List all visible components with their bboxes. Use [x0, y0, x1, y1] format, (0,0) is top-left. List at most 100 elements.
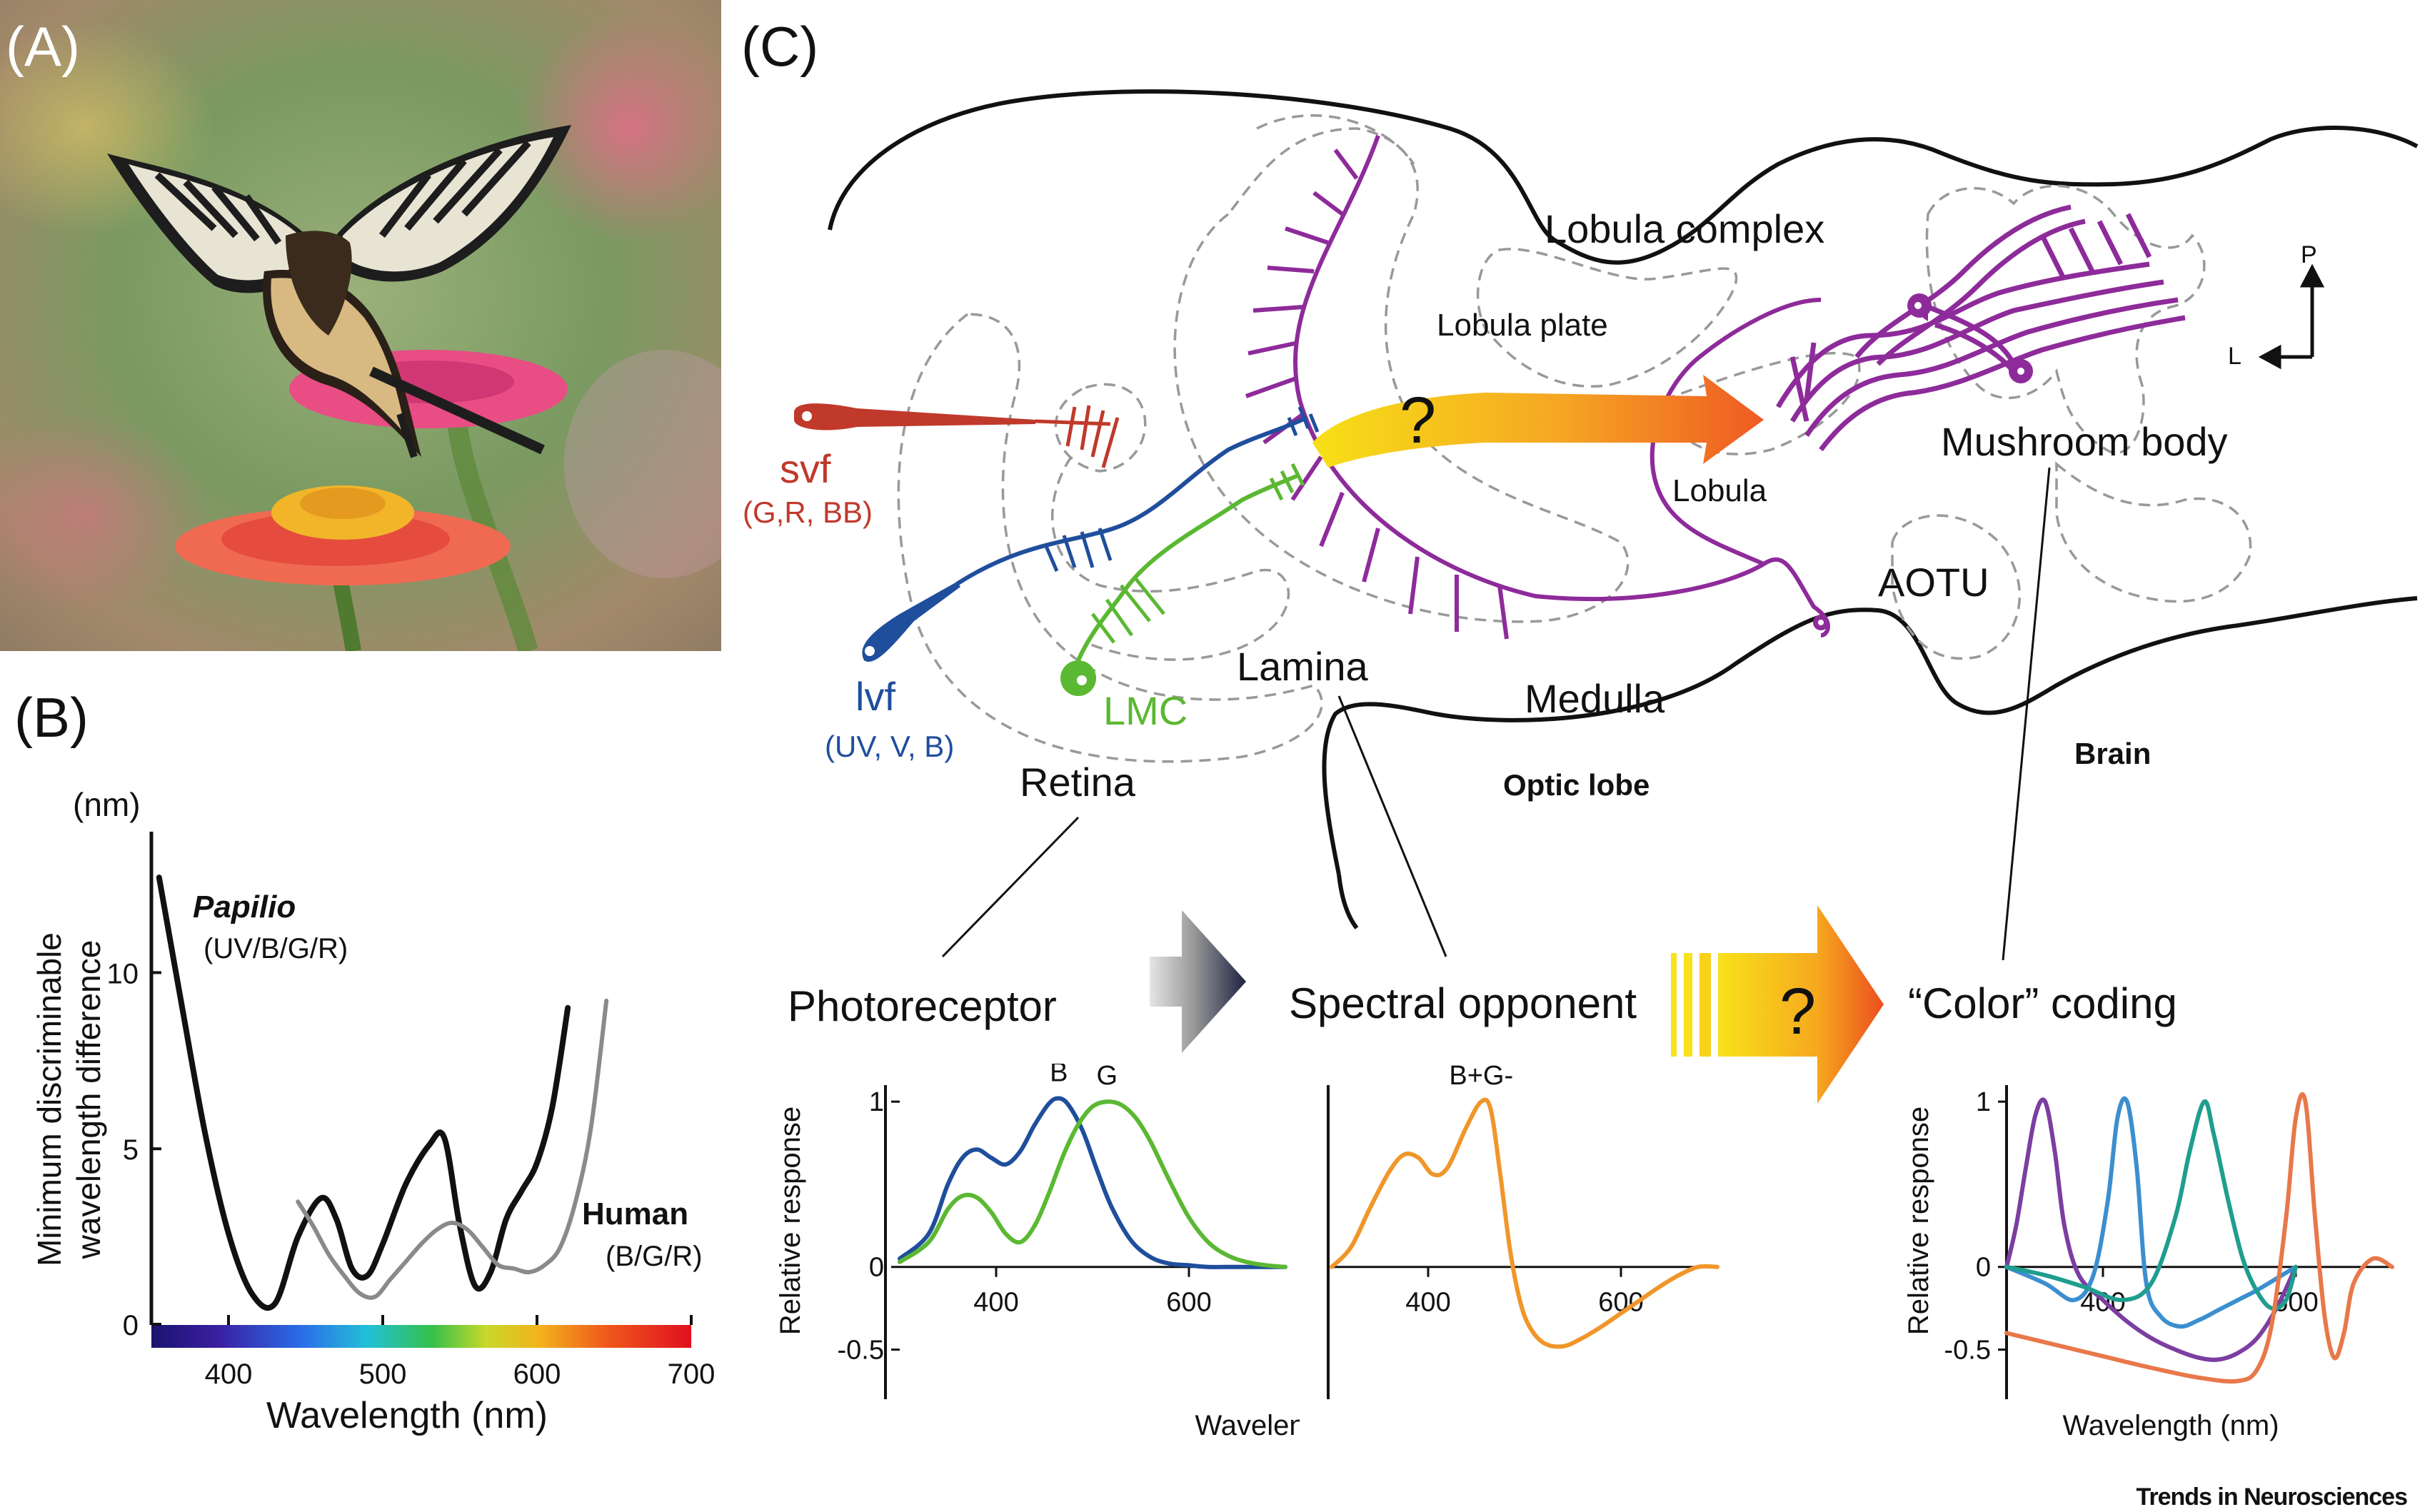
c3-series [2004, 1092, 2394, 1384]
axis-l-label: L [2228, 343, 2241, 370]
medulla-arch [1293, 134, 1830, 637]
lobula-complex-label: Lobula complex [1545, 206, 1824, 251]
ytick-label: -0.5 [1944, 1336, 1991, 1366]
mushroom-body-label: Mushroom body [1941, 419, 2228, 464]
peak-label: B [1050, 1064, 1068, 1088]
response-curve [2004, 1099, 2298, 1311]
b-xtick-label: 600 [513, 1359, 561, 1390]
ylabel-line2: wavelength difference [70, 940, 107, 1260]
c3-xlabel: Wavelength (nm) [2062, 1410, 2279, 1441]
journal-footer: Trends in Neurosciences [2136, 1483, 2408, 1511]
b-xlabel: Wavelength (nm) [266, 1395, 548, 1436]
c2-series [1330, 1097, 1719, 1349]
ytick-label: -0.5 [838, 1336, 884, 1366]
b-ytick-label: 10 [107, 958, 139, 989]
ylabel: Minimum discriminable wavelength differe… [31, 932, 107, 1266]
panel-c-label: (C) [741, 15, 819, 78]
brain-outline-top [828, 89, 2419, 265]
response-curve [2004, 1092, 2394, 1384]
b-series-line [156, 875, 571, 1311]
main-pathway-arrow [1312, 375, 1764, 468]
panel-b-unit: (nm) [73, 786, 141, 823]
optic-lobe-label: Optic lobe [1503, 768, 1650, 802]
aotu-label: AOTU [1878, 560, 1989, 605]
retina-outline [897, 313, 1323, 763]
mushroom-body-outline [1925, 184, 2206, 455]
c2-peak-labels: B+G- [1449, 1064, 1513, 1091]
mushroom-body-neurons [1775, 204, 2186, 452]
orientation-axes [2258, 263, 2325, 370]
spectrum-bar [151, 1325, 691, 1348]
ytick-label: 1 [1976, 1087, 1991, 1117]
medulla-outline [1173, 127, 1630, 623]
lvf-photoreceptor [862, 406, 1320, 662]
peak-label: B+G- [1449, 1064, 1513, 1091]
response-curve [898, 1099, 1287, 1269]
b-xtick-label: 500 [359, 1359, 407, 1390]
color-coding-label: “Color” coding [1908, 979, 2177, 1027]
stage-arrow-gray [1150, 910, 1246, 1053]
lamina-outline-lower [1051, 456, 1290, 661]
leader-lines [941, 467, 2051, 961]
lamina-outline [1054, 383, 1147, 473]
response-curve [2004, 1097, 2298, 1362]
medulla-label: Medulla [1525, 676, 1665, 721]
c1-xlabel: Wavelength (nm) [1195, 1410, 1300, 1441]
stage-arrow-color [1671, 905, 1884, 1104]
c3-ylabel: Relative response [1903, 1107, 1934, 1335]
b-xtick-label: 700 [668, 1359, 716, 1390]
neuropil-outlines [897, 114, 2252, 763]
ytick-label: 0 [869, 1253, 884, 1283]
b-xtick-label: 400 [205, 1359, 253, 1390]
c1-axes: -0.5 0 1 400 600 [838, 1087, 1285, 1366]
brain-label: Brain [2074, 737, 2151, 770]
lobula-label: Lobula [1672, 473, 1767, 508]
lobula-plate-outline [1476, 248, 1738, 388]
xtick-label: 400 [1405, 1288, 1450, 1318]
human-label: Human [582, 1196, 688, 1231]
lvf-sub-label: (UV, V, B) [825, 730, 954, 763]
papilio-receptors: (UV/B/G/R) [204, 933, 348, 964]
b-ytick-label: 5 [123, 1134, 139, 1166]
pathway-question-mark: ? [1400, 384, 1436, 457]
response-curve [2004, 1096, 2298, 1329]
ytick-label: 1 [869, 1087, 884, 1117]
xtick-label: 600 [1166, 1288, 1211, 1318]
stage-question-mark: ? [1779, 975, 1816, 1048]
response-curve [898, 1096, 1287, 1269]
ytick-label: 0 [1976, 1253, 1991, 1283]
mushroom-body-outline-lower [2055, 461, 2252, 603]
medulla-outline-outer [1256, 114, 1415, 165]
svf-label: svf [780, 446, 831, 491]
spectral-opponent-label: Spectral opponent [1289, 979, 1637, 1027]
response-curve [1330, 1097, 1719, 1349]
lvf-label: lvf [855, 674, 895, 719]
human-receptors: (B/G/R) [606, 1241, 703, 1272]
b-x-ticks: 400 500 600 700 [205, 1315, 716, 1390]
lobula-outline [1662, 351, 1861, 455]
b-y-ticks: 0 5 10 [107, 958, 161, 1341]
discrimination-chart: Minimum discriminable wavelength differe… [31, 832, 716, 1436]
b-series-line [296, 998, 609, 1300]
lmc-label: LMC [1103, 688, 1188, 733]
b-series [156, 875, 609, 1311]
b-ytick-label: 0 [123, 1310, 139, 1341]
axis-p-label: P [2301, 241, 2317, 268]
lamina-label: Lamina [1237, 644, 1369, 689]
panel-a-label: (A) [6, 15, 80, 78]
brain-outline-bottom-left [1337, 874, 1359, 929]
panel-b-label: (B) [14, 686, 89, 749]
xtick-label: 400 [973, 1288, 1018, 1318]
c1-series [898, 1096, 1287, 1269]
peak-label: G [1096, 1064, 1118, 1091]
svf-photoreceptor [794, 403, 1120, 468]
c1-ylabel: Relative response [775, 1107, 806, 1335]
brain-outline-bottom [1322, 596, 2418, 875]
lmc-neuron [1060, 463, 1305, 696]
photoreceptor-label: Photoreceptor [788, 982, 1057, 1030]
